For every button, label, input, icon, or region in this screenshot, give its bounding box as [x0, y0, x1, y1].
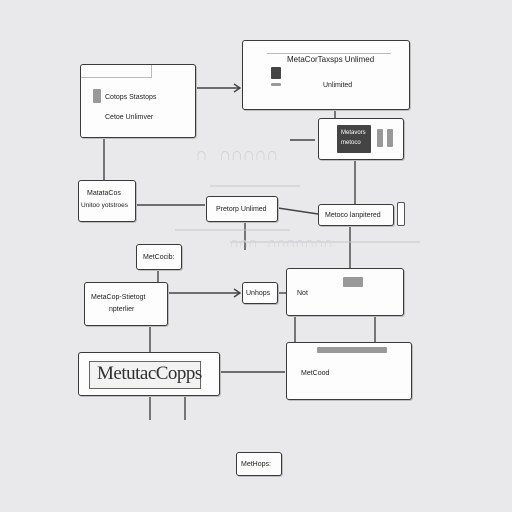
metoco-node[interactable]: Metoco lanpitered: [318, 204, 394, 226]
bottom-node[interactable]: MetHops:: [236, 452, 282, 476]
left-panel-line-1: Cotops Stastops: [105, 94, 157, 101]
metcocib-node[interactable]: MetCocib:: [136, 244, 182, 270]
top-window-subtitle: Unlimited: [323, 82, 353, 89]
plug-icon: [343, 277, 363, 287]
left-panel-line-2: Cetoe Unlimver: [105, 114, 154, 121]
metacos-node[interactable]: MatataCos Unitoo yotstroes: [78, 180, 136, 222]
logo-node[interactable]: MetutacCopps: [78, 352, 220, 396]
pretorp-label: Pretorp Unlimed: [216, 206, 267, 213]
pretorp-node[interactable]: Pretorp Unlimed: [206, 196, 278, 222]
panel-side-icon: [93, 89, 101, 103]
header-bar-icon: [317, 347, 387, 353]
ghost-text-upper: ∩ ∩∩∩∩∩: [196, 146, 279, 166]
big-logo-text: MetutacCopps: [97, 363, 202, 384]
mini-window-label-2: metoco: [341, 140, 361, 146]
left-panel-node[interactable]: Cotops Stastops Cetoe Unlimver: [80, 64, 196, 138]
panel-tab: [81, 65, 152, 78]
metacos-line-1: MatataCos: [87, 190, 121, 197]
window-icon-2: [387, 129, 393, 147]
unhops-node[interactable]: Unhops: [242, 282, 278, 304]
document-line-icon: [271, 83, 281, 86]
bottom-node-label: MetHops:: [241, 461, 271, 468]
not-node[interactable]: Not: [286, 268, 404, 316]
mini-window-node[interactable]: Metavors metoco: [318, 118, 404, 160]
metoco-label: Metoco lanpitered: [325, 212, 381, 219]
metcocib-label: MetCocib:: [143, 254, 175, 261]
logo-frame: [89, 361, 201, 389]
connector-icon: [397, 202, 405, 226]
window-titlebar: [267, 41, 391, 54]
mini-window-label-1: Metavors: [341, 130, 366, 136]
metcood-label: MetCood: [301, 370, 330, 377]
metacos-line-2: Unitoo yotstroes: [81, 202, 128, 209]
ghost-text-middle: ∩∩∩ ∩∩∩∩∩∩∩: [230, 236, 334, 252]
metacop-node[interactable]: MetaCop-Stietogt npterlier: [84, 282, 168, 326]
metacop-line-2: npterlier: [109, 306, 135, 313]
top-window-node[interactable]: MetaCorTaxsps Unlimed Unlimited: [242, 40, 410, 110]
document-icon: [271, 67, 281, 79]
not-label: Not: [297, 290, 308, 297]
metacop-line-1: MetaCop-Stietogt: [91, 294, 146, 301]
unhops-label: Unhops: [246, 290, 271, 297]
terminal-icon: [337, 125, 371, 153]
metcood-node[interactable]: MetCood: [286, 342, 412, 400]
window-icon: [377, 129, 383, 147]
top-window-title: MetaCorTaxsps Unlimed: [287, 55, 375, 64]
